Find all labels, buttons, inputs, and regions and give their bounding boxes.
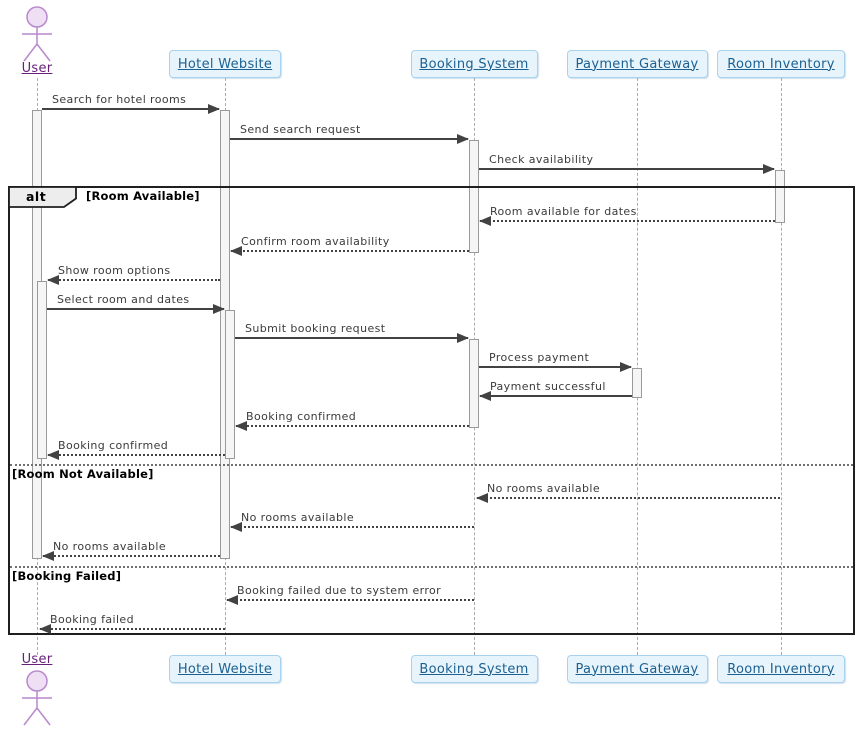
message-label: No rooms available bbox=[487, 482, 600, 495]
message-label: Room available for dates bbox=[490, 205, 637, 218]
participant-box-room-inventory-bottom: Room Inventory bbox=[717, 655, 845, 683]
message-line-solid bbox=[480, 395, 632, 397]
message-line-solid bbox=[47, 308, 224, 310]
alt-frame-tab bbox=[8, 186, 80, 209]
message-label: Booking confirmed bbox=[246, 410, 357, 423]
actor-figure-top bbox=[15, 5, 59, 63]
participant-label: Booking System bbox=[419, 661, 529, 677]
participant-box-booking-system-top: Booking System bbox=[410, 50, 538, 78]
message-label: Check availability bbox=[489, 153, 594, 166]
message-line-dashed bbox=[477, 497, 780, 499]
message-label: Booking failed bbox=[50, 613, 134, 626]
participant-label: Hotel Website bbox=[177, 56, 273, 72]
message-line-dashed bbox=[480, 220, 775, 222]
activation-bar-payment-gateway bbox=[632, 368, 642, 398]
participant-label: Payment Gateway bbox=[575, 661, 699, 677]
message-label: Booking confirmed bbox=[58, 439, 169, 452]
arrowhead-icon bbox=[235, 421, 247, 431]
participant-label: Room Inventory bbox=[727, 661, 835, 677]
alt-frame bbox=[8, 186, 855, 635]
arrowhead-icon bbox=[763, 164, 775, 174]
arrowhead-icon bbox=[226, 595, 238, 605]
message-label: Submit booking request bbox=[245, 322, 386, 335]
alt-condition-label: [Room Not Available] bbox=[12, 467, 154, 481]
message-label: Booking failed due to system error bbox=[237, 584, 442, 597]
message-line-dashed bbox=[43, 555, 220, 557]
lifeline-room-inventory bbox=[781, 78, 782, 655]
arrowhead-icon bbox=[47, 450, 59, 460]
activation-bar-booking-system bbox=[469, 339, 479, 428]
message-line-dashed bbox=[40, 628, 225, 630]
actor-label-top: User bbox=[21, 61, 53, 76]
message-line-dashed bbox=[236, 425, 469, 427]
message-label: Process payment bbox=[489, 351, 590, 364]
participant-box-hotel-website-bottom: Hotel Website bbox=[169, 655, 281, 683]
activation-bar-booking-system bbox=[469, 140, 479, 253]
participant-box-payment-gateway-bottom: Payment Gateway bbox=[566, 655, 708, 683]
actor-figure-bottom bbox=[15, 669, 59, 727]
message-label: Select room and dates bbox=[57, 293, 190, 306]
lifeline-payment-gateway bbox=[637, 78, 638, 655]
participant-box-payment-gateway-top: Payment Gateway bbox=[566, 50, 708, 78]
alt-operator-label: alt bbox=[26, 189, 47, 204]
arrowhead-icon bbox=[230, 246, 242, 256]
message-line-solid bbox=[479, 366, 631, 368]
participant-label: Room Inventory bbox=[727, 56, 835, 72]
message-line-dashed bbox=[231, 250, 469, 252]
participant-box-hotel-website-top: Hotel Website bbox=[169, 50, 281, 78]
activation-bar-user bbox=[37, 281, 47, 459]
message-label: Send search request bbox=[240, 123, 361, 136]
message-line-solid bbox=[235, 337, 468, 339]
message-line-solid bbox=[479, 168, 774, 170]
arrowhead-icon bbox=[39, 624, 51, 634]
arrowhead-icon bbox=[457, 134, 469, 144]
message-label: No rooms available bbox=[53, 540, 166, 553]
message-label: No rooms available bbox=[241, 511, 354, 524]
message-line-dashed bbox=[48, 279, 220, 281]
activation-bar-room-inventory bbox=[775, 170, 785, 223]
arrowhead-icon bbox=[476, 493, 488, 503]
message-line-dashed bbox=[48, 454, 225, 456]
participant-label: Booking System bbox=[419, 56, 529, 72]
message-line-solid bbox=[230, 138, 468, 140]
message-line-dashed bbox=[231, 526, 474, 528]
arrowhead-icon bbox=[620, 362, 632, 372]
arrowhead-icon bbox=[213, 304, 225, 314]
message-label: Search for hotel rooms bbox=[52, 93, 187, 106]
arrowhead-icon bbox=[47, 275, 59, 285]
alt-section-divider bbox=[10, 464, 853, 466]
message-label: Show room options bbox=[58, 264, 171, 277]
arrowhead-icon bbox=[230, 522, 242, 532]
arrowhead-icon bbox=[208, 104, 220, 114]
participant-label: Hotel Website bbox=[177, 661, 273, 677]
alt-section-divider bbox=[10, 566, 853, 568]
message-label: Confirm room availability bbox=[241, 235, 390, 248]
arrowhead-icon bbox=[42, 551, 54, 561]
participant-box-booking-system-bottom: Booking System bbox=[410, 655, 538, 683]
alt-condition-label: [Booking Failed] bbox=[12, 569, 122, 583]
alt-condition-label: [Room Available] bbox=[86, 189, 200, 203]
message-line-solid bbox=[42, 108, 219, 110]
activation-bar-hotel-website bbox=[225, 310, 235, 459]
actor-label-bottom: User bbox=[21, 652, 53, 667]
arrowhead-icon bbox=[479, 391, 491, 401]
participant-box-room-inventory-top: Room Inventory bbox=[717, 50, 845, 78]
message-line-dashed bbox=[227, 599, 474, 601]
participant-label: Payment Gateway bbox=[575, 56, 699, 72]
message-label: Payment successful bbox=[490, 380, 606, 393]
arrowhead-icon bbox=[479, 216, 491, 226]
arrowhead-icon bbox=[457, 333, 469, 343]
